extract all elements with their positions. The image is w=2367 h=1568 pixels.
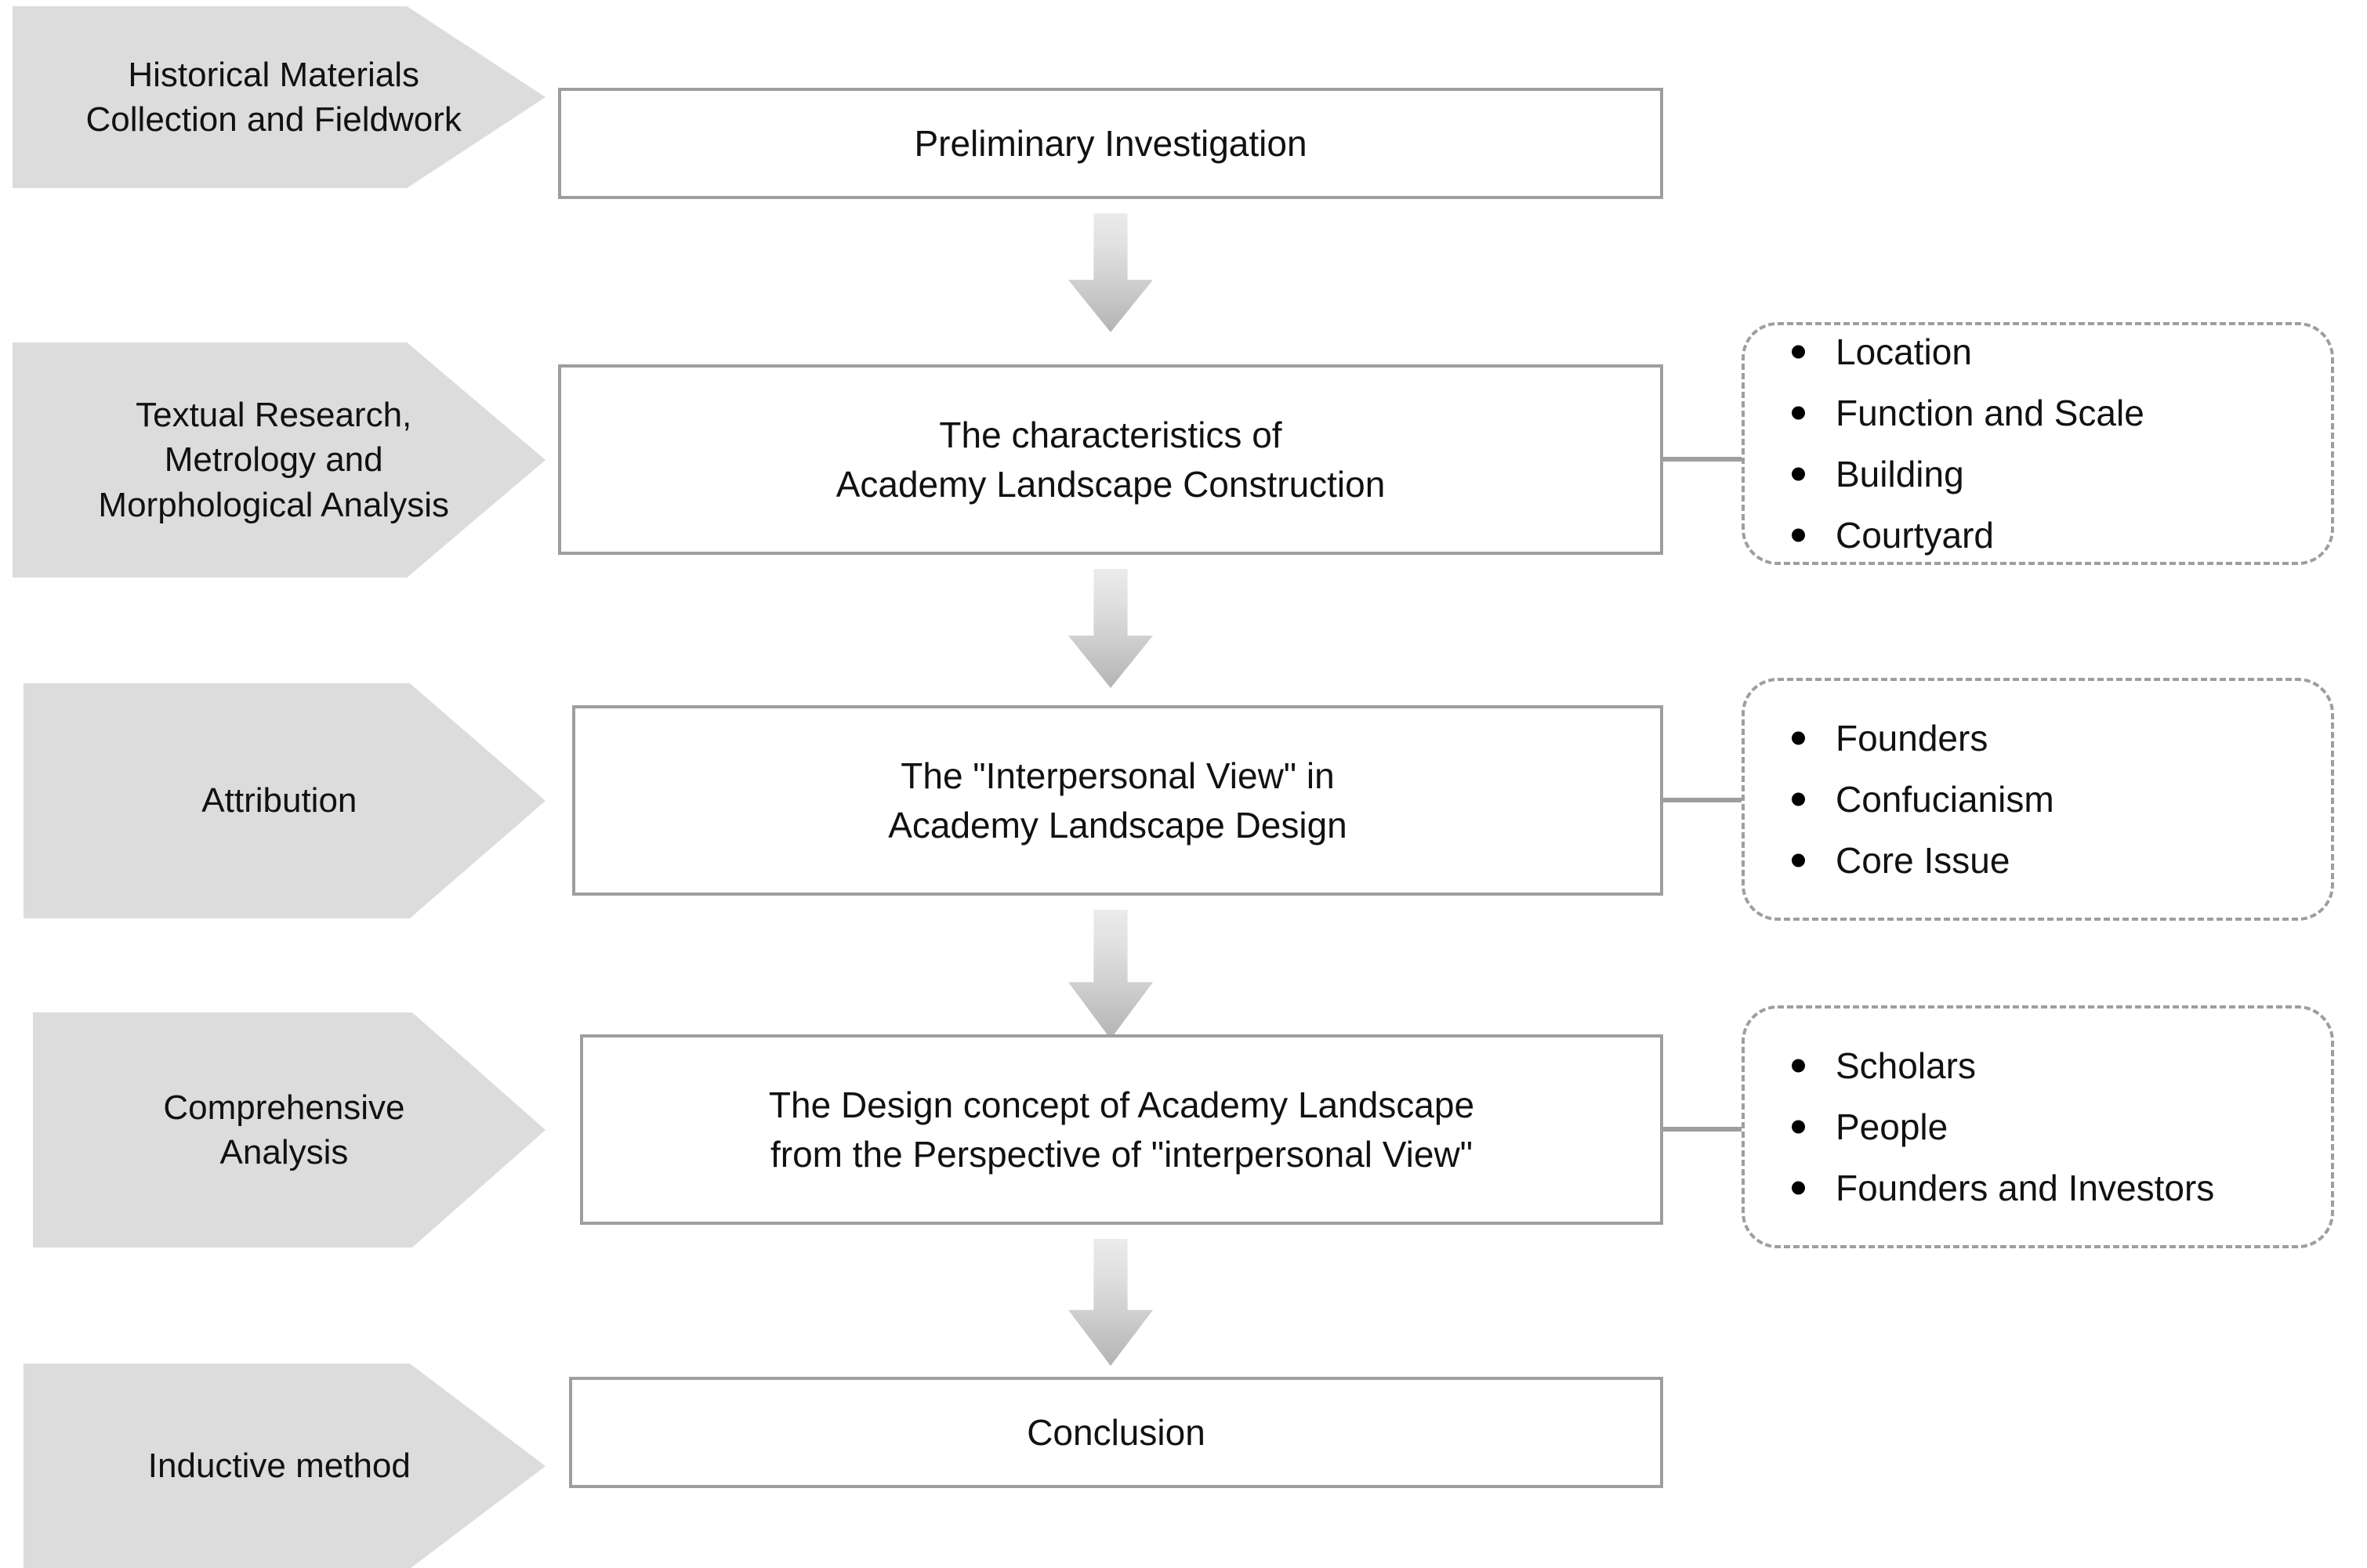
stage-pentagon-5: Inductive method [24,1363,546,1568]
connector-line-3 [1663,1127,1751,1132]
stage-pentagon-4: Comprehensive Analysis [33,1012,546,1248]
bullet-text: Founders and Investors [1836,1168,2215,1209]
bullet-text: People [1836,1106,1948,1147]
down-arrow-3 [1068,910,1153,1039]
process-label-4: The Design concept of Academy Landscape … [768,1084,1475,1175]
stage-label-4: Comprehensive Analysis [163,1088,405,1171]
connector-line-2 [1663,798,1751,802]
bullet-dot-icon [1792,528,1805,542]
bullet-dot-icon [1792,792,1805,806]
process-box-5: Conclusion [569,1377,1663,1488]
list-item: Building [1785,444,2331,505]
bullet-text: Confucianism [1836,778,2054,820]
bullet-dot-icon [1792,1181,1805,1195]
process-box-2: The characteristics of Academy Landscape… [558,364,1663,555]
list-item: Function and Scale [1785,382,2331,444]
bullet-list-3: Scholars People Founders and Investors [1745,1035,2331,1219]
list-item: Founders [1785,708,2331,769]
stage-pentagon-1: Historical Materials Collection and Fiel… [13,6,546,188]
stage-label-3: Attribution [201,781,357,820]
bullet-dot-icon [1792,406,1805,420]
process-label-1: Preliminary Investigation [914,122,1307,164]
process-label-5: Conclusion [1027,1411,1205,1453]
bullet-dot-icon [1792,1120,1805,1134]
bullet-text: Courtyard [1836,515,1994,556]
bullet-dot-icon [1792,467,1805,481]
bullet-text: Function and Scale [1836,392,2144,433]
bullet-dot-icon [1792,731,1805,745]
bullet-list-2: Founders Confucianism Core Issue [1745,708,2331,892]
bullet-dot-icon [1792,1059,1805,1073]
list-item: Confucianism [1785,769,2331,830]
bullet-text: Building [1836,454,1964,494]
connector-line-1 [1663,457,1751,462]
down-arrow-4 [1068,1239,1153,1366]
bullet-panel-2: Founders Confucianism Core Issue [1742,678,2334,921]
process-label-3: The "Interpersonal View" in Academy Land… [888,755,1347,846]
bullet-panel-3: Scholars People Founders and Investors [1742,1005,2334,1248]
bullet-text: Founders [1836,717,1988,759]
bullet-list-1: Location Function and Scale Building Cou… [1745,321,2331,567]
process-box-1: Preliminary Investigation [558,88,1663,199]
down-arrow-2 [1068,569,1153,688]
bullet-text: Core Issue [1836,840,2010,882]
bullet-dot-icon [1792,853,1805,867]
stage-pentagon-2: Textual Research, Metrology and Morpholo… [13,342,546,578]
stage-label-2: Textual Research, Metrology and Morpholo… [98,396,449,524]
list-item: Courtyard [1785,505,2331,566]
bullet-panel-1: Location Function and Scale Building Cou… [1742,322,2334,565]
down-arrow-1 [1068,213,1153,332]
process-box-4: The Design concept of Academy Landscape … [580,1034,1663,1225]
list-item: Founders and Investors [1785,1157,2331,1219]
bullet-text: Scholars [1836,1045,1976,1086]
process-label-2: The characteristics of Academy Landscape… [836,414,1386,505]
stage-label-1: Historical Materials Collection and Fiel… [85,55,462,139]
bullet-dot-icon [1792,345,1805,359]
bullet-text: Location [1836,331,1972,372]
stage-label-5: Inductive method [147,1447,411,1486]
process-box-3: The "Interpersonal View" in Academy Land… [572,705,1663,896]
stage-pentagon-3: Attribution [24,683,546,918]
list-item: Core Issue [1785,830,2331,891]
list-item: People [1785,1096,2331,1157]
list-item: Location [1785,321,2331,382]
list-item: Scholars [1785,1035,2331,1096]
